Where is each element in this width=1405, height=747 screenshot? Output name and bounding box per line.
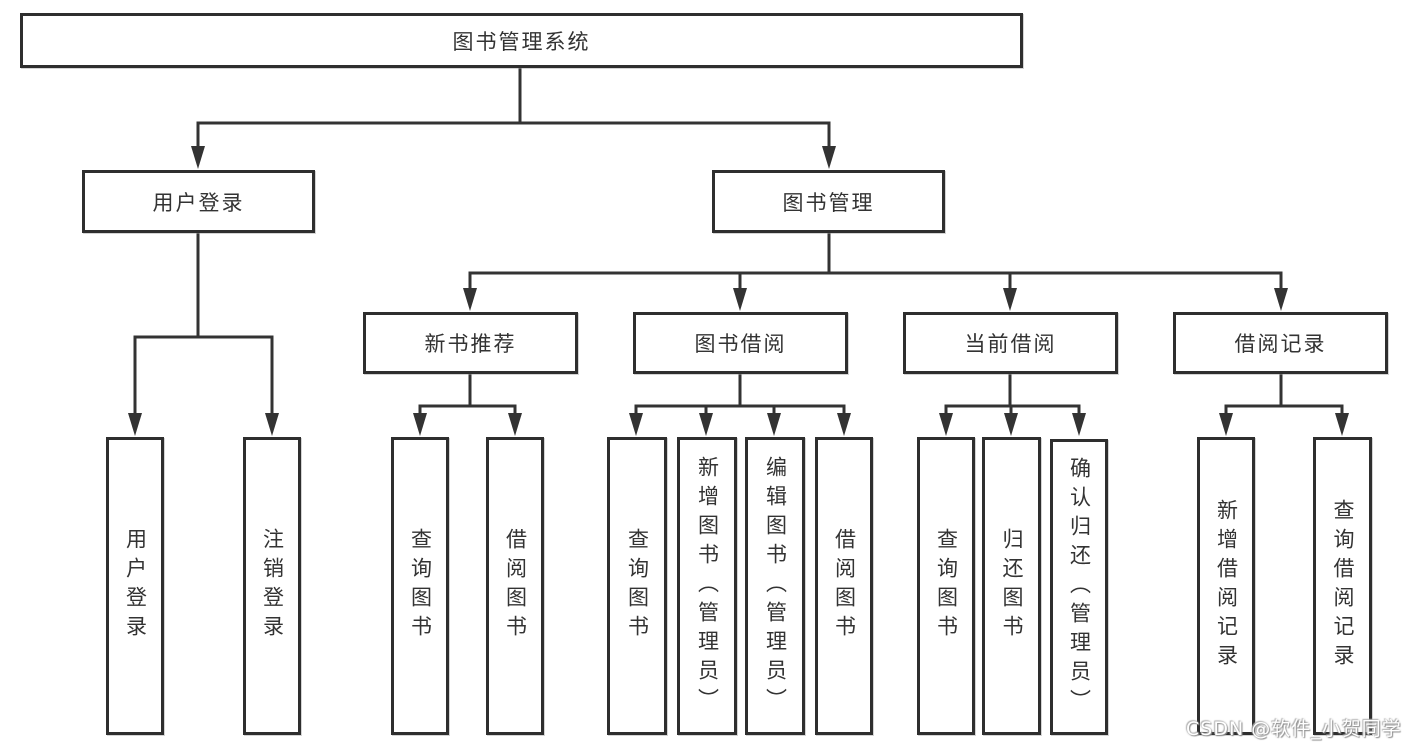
connector-line-group [133, 68, 1344, 418]
node-leaf-add-books-admin: 新增图书（管理员） [677, 437, 737, 735]
node-leaf-query-books-current: 查询图书 [917, 437, 975, 735]
node-current-borrowing: 当前借阅 [903, 312, 1118, 374]
node-label: 图书借阅 [694, 332, 787, 356]
node-label: 用户登录 [152, 190, 245, 215]
arrow-down-icon [191, 146, 205, 169]
node-leaf-borrow-books: 借阅图书 [815, 437, 873, 735]
arrow-down-icon [822, 146, 836, 169]
arrow-down-icon [1003, 288, 1017, 311]
node-label: 用户登录 [123, 528, 148, 644]
node-label: 借阅图书 [503, 528, 528, 644]
node-label: 新增图书（管理员） [695, 455, 720, 717]
node-label: 查询图书 [408, 528, 433, 644]
node-label: 确认归还（管理员） [1067, 456, 1092, 718]
node-label: 新书推荐 [424, 332, 517, 356]
arrow-down-icon [413, 413, 427, 436]
csdn-watermark: CSDN @软件_小贺同学 [1186, 718, 1402, 740]
node-label: 借阅图书 [832, 528, 857, 644]
node-label: 查询图书 [934, 528, 959, 644]
node-leaf-logout: 注销登录 [243, 437, 301, 735]
node-label: 查询图书 [625, 528, 650, 644]
arrow-down-icon [767, 413, 781, 436]
node-leaf-borrow-books-recommend: 借阅图书 [486, 437, 544, 735]
node-label: 注销登录 [260, 528, 285, 644]
arrowhead-group [128, 146, 1349, 436]
node-borrowing-records: 借阅记录 [1173, 312, 1388, 374]
arrow-down-icon [699, 413, 713, 436]
node-leaf-confirm-return-admin: 确认归还（管理员） [1050, 439, 1108, 735]
arrow-down-icon [629, 413, 643, 436]
arrow-down-icon [508, 413, 522, 436]
arrow-down-icon [1072, 413, 1086, 436]
node-label: 归还图书 [1000, 528, 1024, 644]
node-label: 编辑图书（管理员） [763, 455, 788, 717]
arrow-down-icon [463, 288, 477, 311]
node-label: 借阅记录 [1234, 332, 1327, 356]
arrow-down-icon [1004, 413, 1018, 436]
node-leaf-user-login: 用户登录 [106, 437, 164, 735]
node-label: 当前借阅 [964, 332, 1057, 356]
node-label: 查询借阅记录 [1331, 499, 1355, 673]
arrow-down-icon [939, 413, 953, 436]
node-user-login: 用户登录 [82, 170, 315, 233]
node-book-borrowing: 图书借阅 [633, 312, 848, 374]
node-leaf-add-borrow-record: 新增借阅记录 [1197, 437, 1255, 735]
node-label: 图书管理系统 [452, 29, 591, 54]
node-new-book-recommendation: 新书推荐 [363, 312, 578, 374]
node-leaf-return-books: 归还图书 [982, 437, 1041, 735]
arrow-down-icon [265, 413, 279, 436]
arrow-down-icon [837, 413, 851, 436]
arrow-down-icon [1219, 413, 1233, 436]
node-leaf-query-borrow-record: 查询借阅记录 [1313, 437, 1372, 735]
node-leaf-query-books-borrow: 查询图书 [607, 437, 667, 735]
node-book-management-system: 图书管理系统 [20, 13, 1023, 68]
arrow-down-icon [733, 288, 747, 311]
arrow-down-icon [128, 413, 142, 436]
arrow-down-icon [1335, 413, 1349, 436]
node-label: 图书管理 [782, 190, 875, 215]
arrow-down-icon [1274, 288, 1288, 311]
node-label: 新增借阅记录 [1214, 499, 1239, 673]
node-book-management: 图书管理 [712, 170, 945, 233]
node-leaf-query-books-recommend: 查询图书 [391, 437, 449, 735]
node-leaf-edit-books-admin: 编辑图书（管理员） [745, 437, 805, 735]
